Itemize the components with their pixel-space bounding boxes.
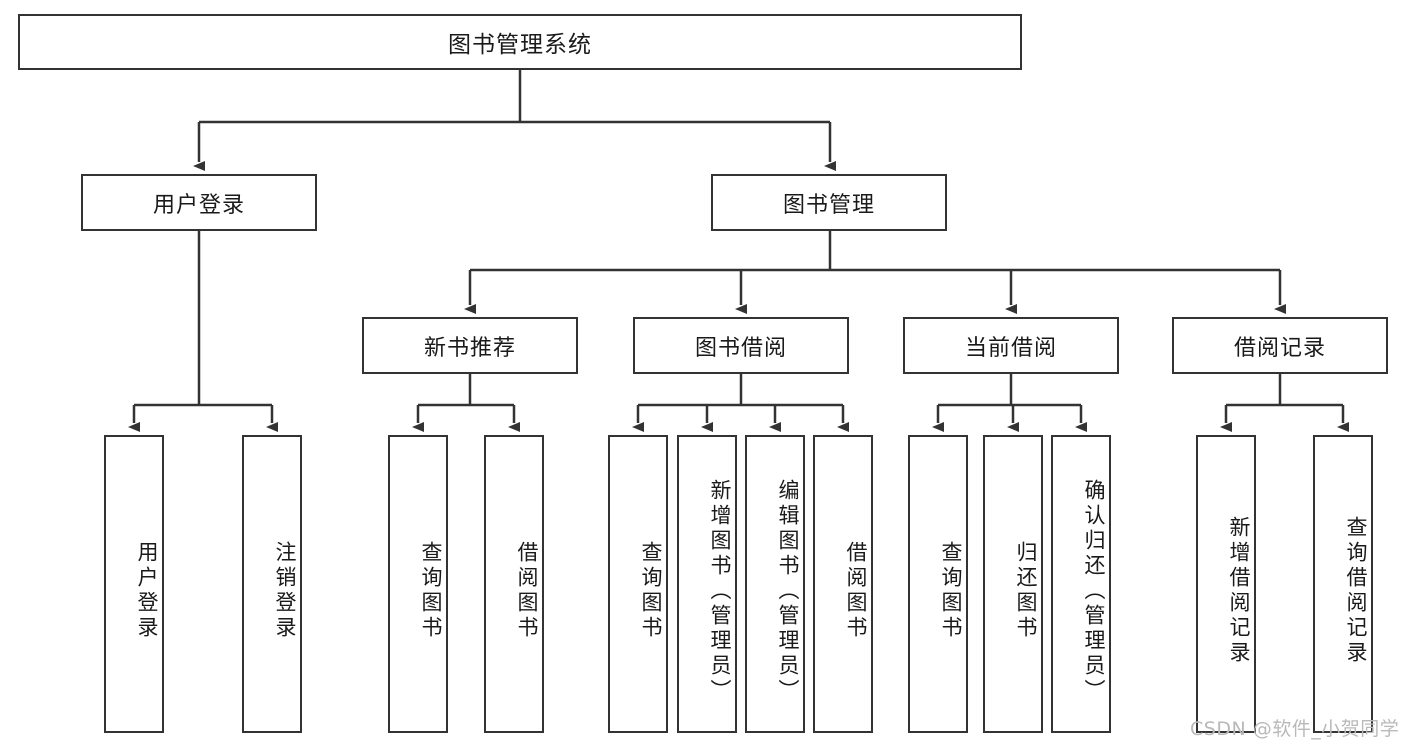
node-leaf-query-book-2[interactable]: 查询图书 (608, 435, 668, 733)
node-leaf-user-login[interactable]: 用户登录 (104, 435, 164, 733)
node-leaf-query-book-3-label: 查询图书 (939, 541, 963, 641)
node-leaf-borrow-book-2-label: 借阅图书 (844, 541, 868, 641)
node-book-borrow-label: 图书借阅 (694, 335, 787, 361)
node-root-label: 图书管理系统 (448, 32, 592, 58)
node-book-borrow[interactable]: 图书借阅 (633, 317, 849, 374)
node-current-borrow[interactable]: 当前借阅 (903, 317, 1119, 374)
watermark: CSDN @软件_小贺同学 (1190, 718, 1400, 740)
node-borrow-record[interactable]: 借阅记录 (1172, 317, 1388, 374)
node-leaf-add-book-admin[interactable]: 新增图书（管理员） (677, 435, 737, 733)
node-leaf-user-login-label: 用户登录 (135, 541, 159, 641)
node-leaf-edit-book-admin-label: 编辑图书（管理员） (776, 478, 800, 704)
node-leaf-logout-label: 注销登录 (273, 541, 297, 641)
node-new-book-rec-label: 新书推荐 (423, 335, 516, 361)
node-leaf-add-book-admin-label: 新增图书（管理员） (708, 478, 732, 704)
node-user-login[interactable]: 用户登录 (81, 174, 317, 231)
node-leaf-query-borrow-record-label: 查询借阅记录 (1344, 516, 1368, 666)
node-leaf-add-borrow-record[interactable]: 新增借阅记录 (1196, 435, 1256, 733)
node-borrow-record-label: 借阅记录 (1233, 335, 1326, 361)
node-leaf-borrow-book-1[interactable]: 借阅图书 (484, 435, 544, 733)
node-leaf-borrow-book-1-label: 借阅图书 (515, 541, 539, 641)
node-book-manage[interactable]: 图书管理 (711, 174, 947, 231)
node-leaf-confirm-return-admin-label: 确认归还（管理员） (1082, 478, 1106, 704)
node-new-book-rec[interactable]: 新书推荐 (362, 317, 578, 374)
node-leaf-borrow-book-2[interactable]: 借阅图书 (813, 435, 873, 733)
node-book-manage-label: 图书管理 (782, 192, 875, 218)
node-leaf-confirm-return-admin[interactable]: 确认归还（管理员） (1051, 435, 1111, 733)
node-current-borrow-label: 当前借阅 (964, 335, 1057, 361)
node-leaf-query-book-1-label: 查询图书 (419, 541, 443, 641)
node-leaf-query-borrow-record[interactable]: 查询借阅记录 (1313, 435, 1373, 733)
node-leaf-return-book-label: 归还图书 (1014, 541, 1038, 641)
node-leaf-logout[interactable]: 注销登录 (242, 435, 302, 733)
node-root[interactable]: 图书管理系统 (18, 14, 1022, 70)
node-leaf-add-borrow-record-label: 新增借阅记录 (1227, 516, 1251, 666)
node-leaf-query-book-1[interactable]: 查询图书 (388, 435, 448, 733)
node-leaf-edit-book-admin[interactable]: 编辑图书（管理员） (745, 435, 805, 733)
node-leaf-query-book-3[interactable]: 查询图书 (908, 435, 968, 733)
node-leaf-return-book[interactable]: 归还图书 (983, 435, 1043, 733)
node-user-login-label: 用户登录 (152, 192, 245, 218)
node-leaf-query-book-2-label: 查询图书 (639, 541, 663, 641)
